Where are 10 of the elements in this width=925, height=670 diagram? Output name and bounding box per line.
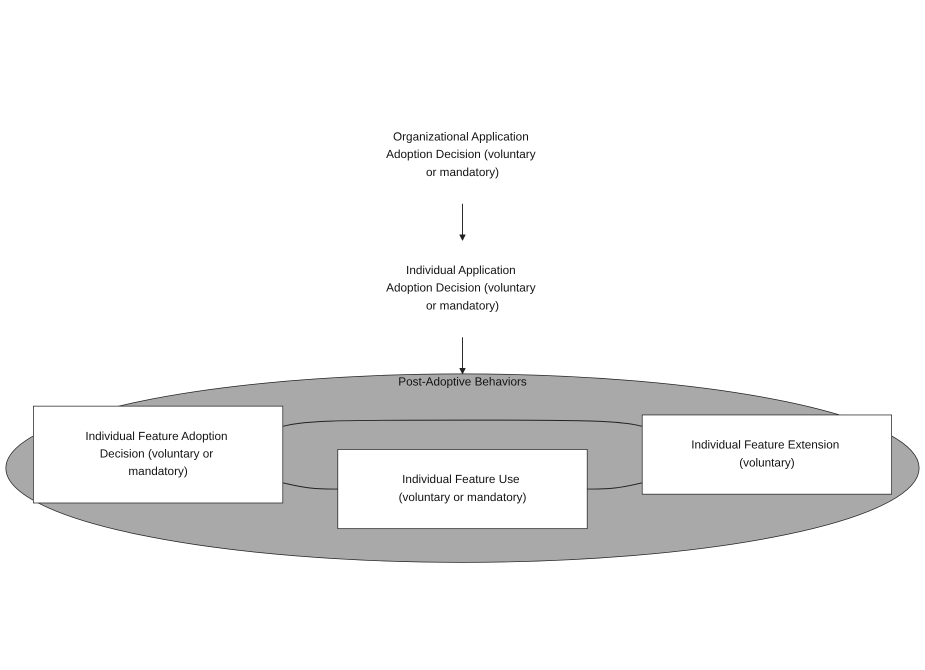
node-text: Organizational Application Adoption Decision (voluntary or mandatory) — [386, 131, 536, 180]
node-text: Individual Application Adoption Decision (voluntary or mandatory) — [386, 264, 536, 313]
connector — [282, 482, 338, 490]
connector — [586, 482, 643, 490]
arrow — [459, 204, 466, 242]
arrow — [459, 337, 466, 375]
node-box: Individual Feature Extension (voluntary) — [642, 414, 892, 495]
node-box: Individual Feature Use (voluntary or mandatory) — [337, 449, 588, 530]
connector — [282, 420, 643, 428]
node-box: Individual Feature Adoption Decision (voluntary or mandatory) — [33, 406, 284, 504]
